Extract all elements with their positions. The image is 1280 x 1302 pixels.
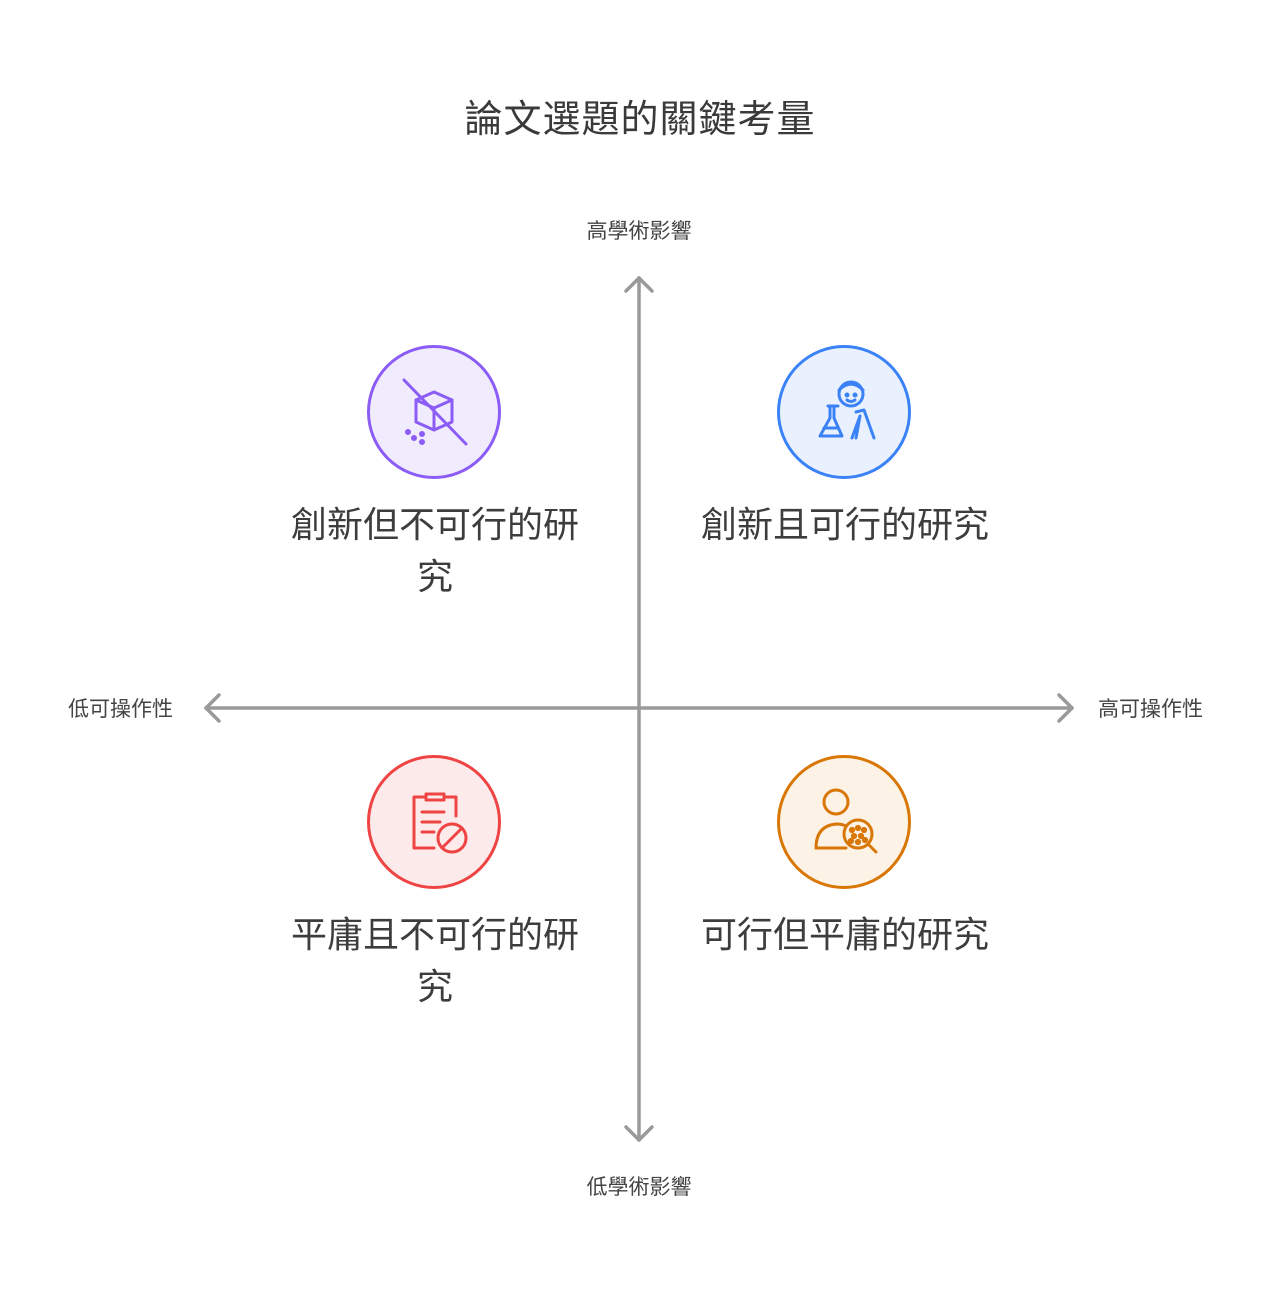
axis-label-high-feasibility: 高可操作性 xyxy=(1098,697,1203,721)
axis-label-low-feasibility: 低可操作性 xyxy=(68,697,173,721)
scientist-icon xyxy=(777,345,911,479)
clipboard-blocked-icon xyxy=(367,755,501,889)
no-cube-icon xyxy=(367,345,501,479)
axis-label-low-impact: 低學術影響 xyxy=(586,1175,692,1199)
arrow-down-icon xyxy=(624,1125,654,1142)
arrow-right-icon xyxy=(1057,693,1074,723)
quadrant-label-bottom-left: 平庸且不可行的研究 xyxy=(290,915,579,1008)
arrow-left-icon xyxy=(204,693,221,723)
quadrant-label-top-left: 創新但不可行的研究 xyxy=(290,505,579,598)
page-title: 論文選題的關鍵考量 xyxy=(464,97,816,141)
quadrant-label-bottom-right: 可行但平庸的研究 xyxy=(700,915,989,956)
arrow-up-icon xyxy=(624,276,654,293)
person-search-icon xyxy=(777,755,911,889)
axis-label-high-impact: 高學術影響 xyxy=(586,219,692,243)
quadrant-label-top-right: 創新且可行的研究 xyxy=(700,505,989,546)
